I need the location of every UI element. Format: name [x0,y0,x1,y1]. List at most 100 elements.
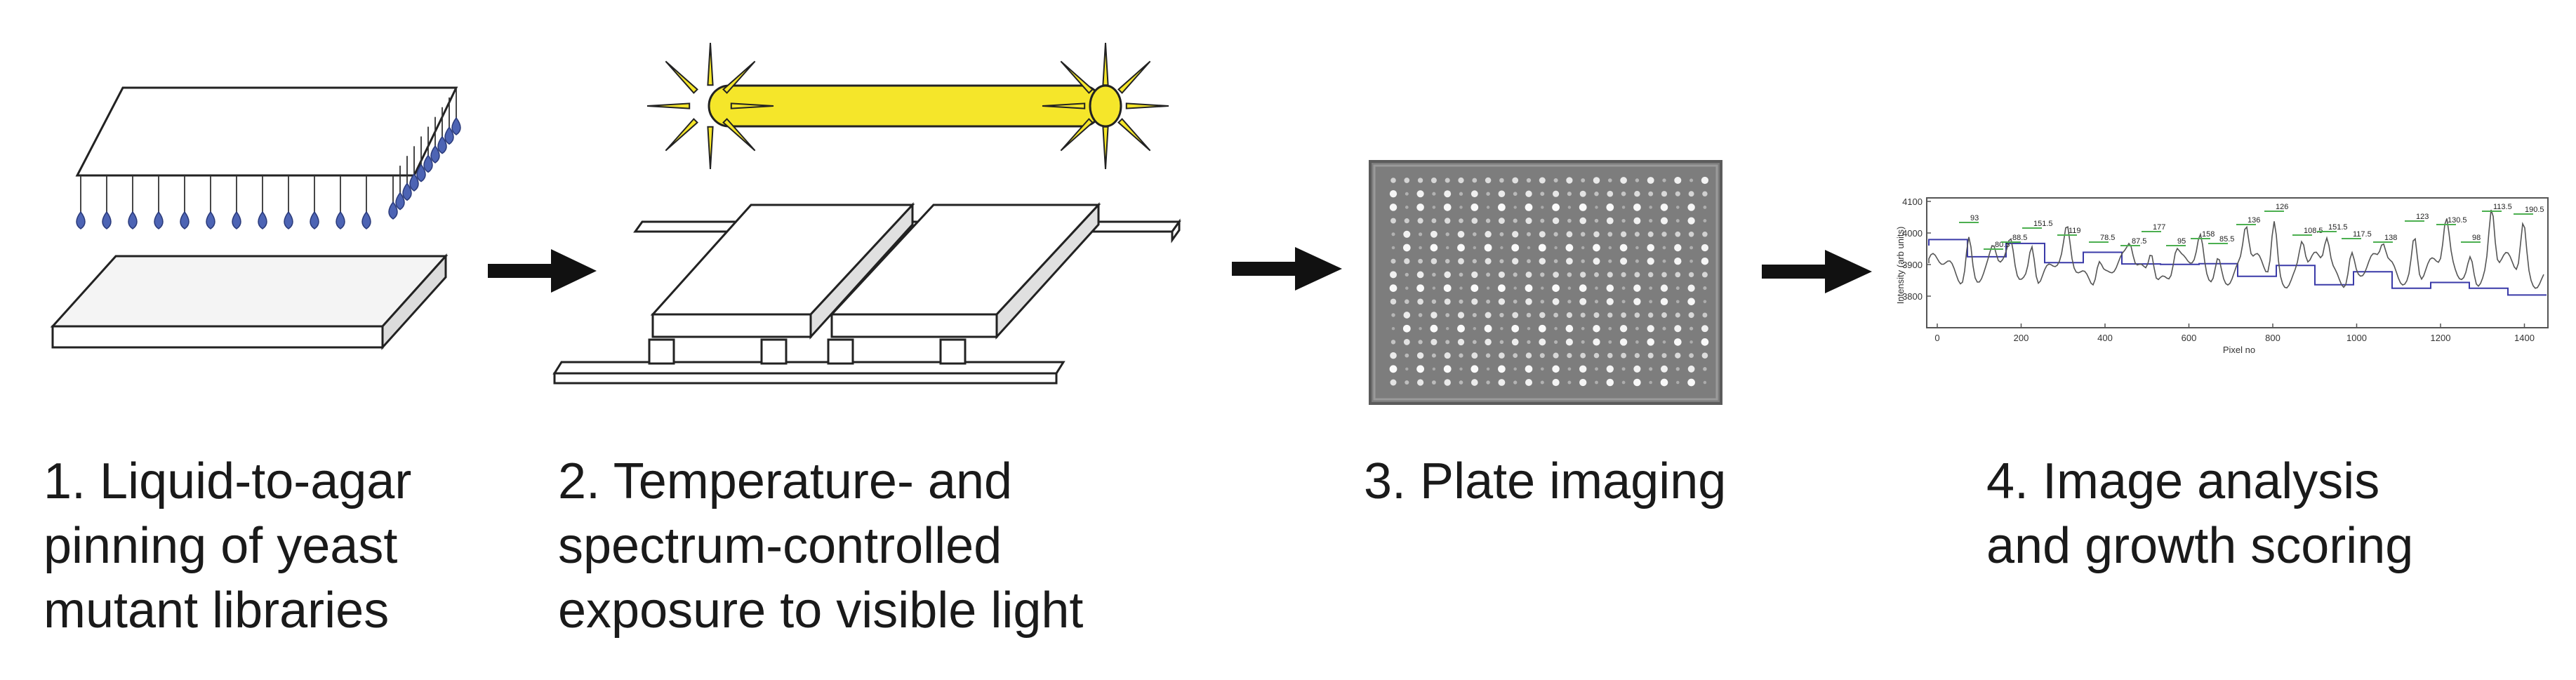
colony [1513,192,1518,196]
pin-plate [75,86,458,177]
colony [1471,298,1478,305]
droplet [423,154,433,173]
colony [1539,231,1546,238]
colony [1430,230,1438,238]
colony [1403,312,1411,319]
colony [1594,218,1599,223]
colony [1567,367,1572,371]
colony [1607,232,1613,237]
colony [1579,284,1587,292]
colony [1552,204,1560,211]
colony [1621,191,1626,196]
colony [1513,286,1517,290]
peak-label: 78.5 [2100,234,2115,242]
colony [1499,312,1504,318]
colony [1472,312,1477,318]
colony [1459,272,1463,277]
peak-label: 136 [2248,216,2260,225]
peak-label: 151.5 [2328,223,2348,232]
colony [1635,340,1639,344]
agar-plate [50,253,449,350]
colony [1594,300,1599,304]
colony [1389,365,1397,373]
colony [1635,259,1639,263]
x-tick-label: 400 [2097,333,2113,343]
colony [1553,190,1560,197]
colony [1660,284,1668,292]
colony [1703,219,1707,223]
colony [1540,380,1544,385]
ray [1102,126,1109,170]
colony [1391,326,1395,331]
colony [1689,353,1694,358]
colony [1688,312,1694,319]
ray [1060,60,1094,94]
colony [1511,338,1519,346]
colony [1472,340,1477,345]
colony [1580,232,1586,237]
colony [1579,365,1587,373]
colony [1607,352,1613,359]
colony [1418,340,1423,345]
colony [1416,271,1424,279]
colony [1689,259,1693,263]
colony [1418,232,1423,236]
x-tick-label: 1400 [2514,333,2535,343]
colony [1553,178,1558,183]
colony [1430,338,1438,345]
colony [1606,284,1614,292]
colony [1402,244,1411,252]
y-tick-label: 4100 [1902,196,1923,207]
colony [1579,217,1586,225]
colony [1675,300,1680,304]
colony [1444,352,1451,359]
droplet [154,211,164,229]
y-tick-label: 3900 [1902,260,1923,270]
droplet [451,116,461,135]
colony [1702,312,1708,318]
colony [1486,206,1490,209]
colony [1580,312,1586,318]
pinning-illustration [50,86,461,350]
pins-side-row [388,88,461,220]
colony [1513,353,1518,358]
colony [1620,258,1628,265]
colony [1675,286,1680,291]
droplet [430,145,440,164]
colony [1581,259,1585,263]
colony [1416,379,1424,386]
light-bar [708,84,1122,128]
colony [1552,298,1560,305]
colony [1540,192,1545,196]
colony [1443,204,1452,211]
colony [1405,192,1409,196]
colony [1500,246,1503,250]
colony [1661,353,1667,359]
colony [1634,190,1640,197]
colony [1526,312,1532,318]
colony [1457,338,1465,346]
colony [1430,244,1438,252]
droplet [310,211,319,229]
colony [1567,380,1572,385]
colony [1417,298,1423,305]
colony [1581,340,1585,344]
colony [1459,286,1463,290]
colony [1404,178,1410,183]
colony [1539,177,1546,184]
colony [1689,340,1693,344]
colony [1662,178,1666,182]
droplet [128,211,138,229]
colony [1593,338,1600,346]
colony [1689,326,1694,331]
colony [1459,299,1463,304]
colony [1486,380,1490,385]
colony [1405,272,1409,277]
peak-label: 126 [2276,203,2288,211]
colony [1539,338,1546,346]
peak-label: 177 [2153,223,2165,232]
y-tick-label: 3800 [1902,291,1923,302]
colony [1674,176,1682,185]
droplet [395,192,405,211]
